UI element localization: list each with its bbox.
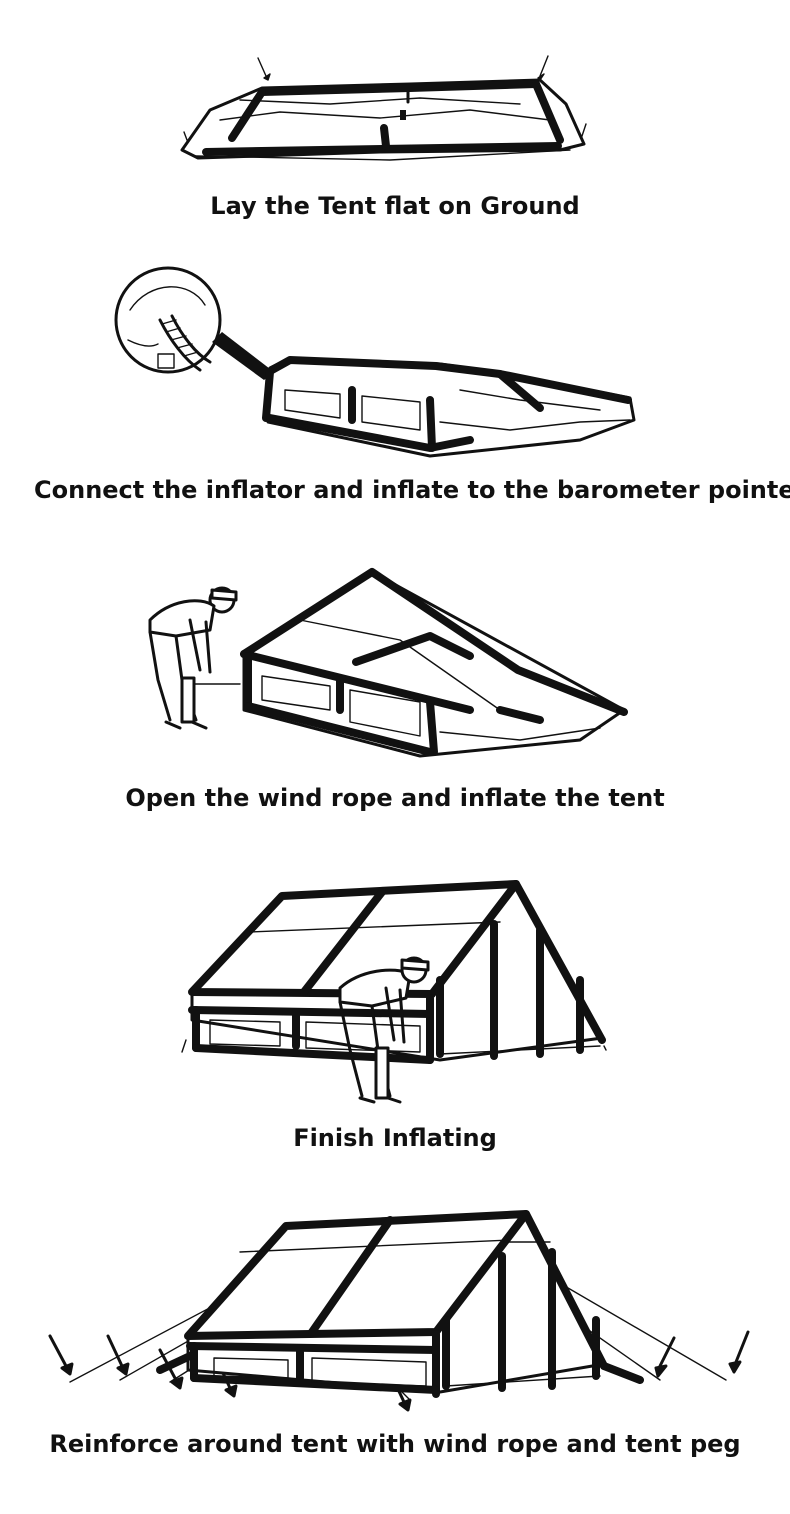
step-2-caption: Connect the inflator and inflate to the …: [34, 476, 790, 504]
person-pumping-icon: [338, 956, 430, 1104]
inflate-tent-illustration: [148, 568, 628, 758]
step-5: Reinforce around tent with wind rope and…: [0, 1190, 790, 1514]
step-4: Finish Inflating: [0, 870, 790, 1170]
step-3-caption: Open the wind rope and inflate the tent: [125, 784, 665, 812]
step-2: Connect the inflator and inflate to the …: [0, 250, 790, 530]
step-5-caption: Reinforce around tent with wind rope and…: [49, 1430, 741, 1458]
step-1-caption: Lay the Tent flat on Ground: [210, 192, 580, 220]
flat-tent-illustration: [180, 55, 587, 161]
step-3: Open the wind rope and inflate the tent: [0, 560, 790, 830]
person-pumping-icon: [148, 586, 241, 730]
step-4-caption: Finish Inflating: [293, 1124, 497, 1152]
step-1: Lay the Tent flat on Ground: [0, 0, 790, 240]
inflator-connect-illustration: [114, 266, 636, 458]
reinforced-tent-illustration: [48, 1210, 750, 1412]
hose-closeup-icon: [114, 266, 222, 374]
finished-tent-illustration: [181, 880, 607, 1104]
